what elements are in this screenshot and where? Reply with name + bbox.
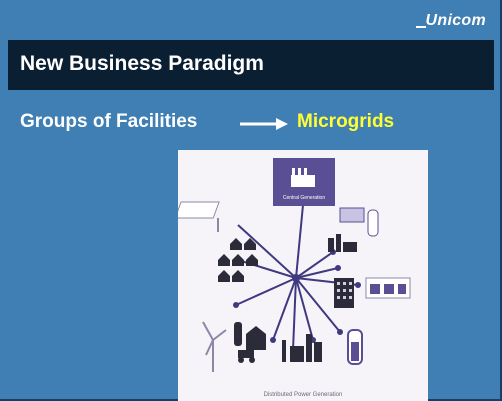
storage-icon xyxy=(339,207,379,237)
microgrids-label: Microgrids xyxy=(297,111,395,132)
central-generation-label: Central Generation xyxy=(283,195,325,201)
tanks-icon xyxy=(365,277,411,299)
microgrid-diagram: Central Generation xyxy=(178,158,411,398)
factory-icon xyxy=(291,168,315,187)
plant-icon xyxy=(282,334,322,362)
battery-icon xyxy=(347,329,363,365)
distributed-generation-figure: Central Generation xyxy=(178,150,428,401)
logo-underline xyxy=(416,26,426,28)
farm-icon xyxy=(234,322,266,363)
office-building-icon xyxy=(334,278,354,308)
houses-icon xyxy=(218,238,258,282)
industrial-icon xyxy=(328,234,357,252)
connection-lines xyxy=(235,204,359,351)
wind-turbine-icon xyxy=(202,321,227,372)
unicom-logo: Unicom xyxy=(425,12,486,29)
subtitle: Groups of Facilities xyxy=(20,111,198,132)
arrow-right-icon xyxy=(240,118,288,130)
solar-panel-icon xyxy=(178,201,220,232)
title-band: New Business Paradigm xyxy=(8,40,494,90)
figure-caption: Distributed Power Generation xyxy=(264,392,343,398)
slide-title: New Business Paradigm xyxy=(20,52,264,75)
